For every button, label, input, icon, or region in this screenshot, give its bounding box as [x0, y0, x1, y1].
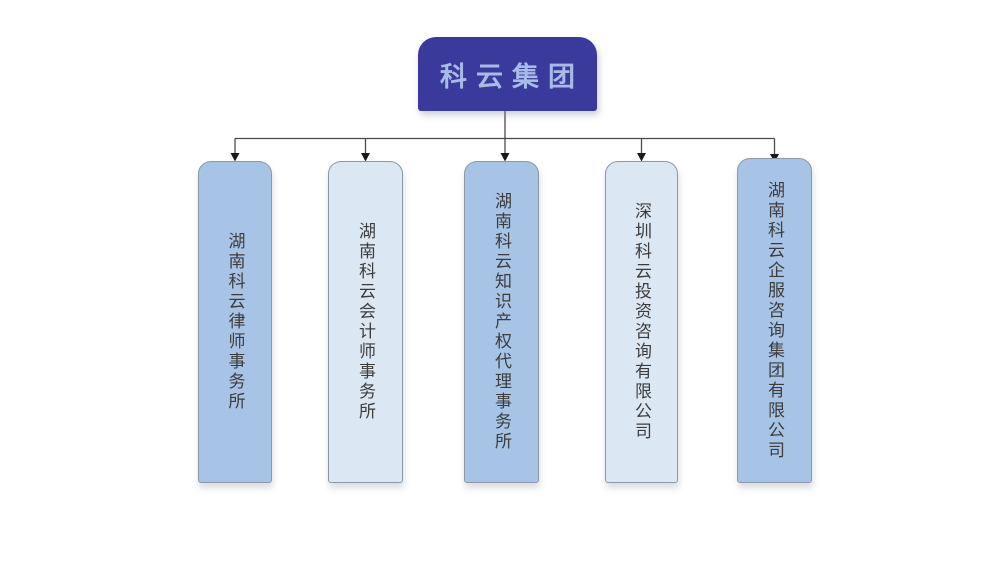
org-unit-label: 湖南科云会计师事务所 — [355, 222, 375, 422]
group-root-label: 科云集团 — [440, 61, 584, 93]
arrow-down-icon — [361, 153, 370, 162]
org-unit-label: 湖南科云知识产权代理事务所 — [491, 192, 511, 452]
arrow-down-icon — [500, 153, 510, 162]
group-root-box: 科云集团 — [418, 37, 597, 111]
org-unit-box-law-firm: 湖南科云律师事务所 — [198, 161, 272, 483]
org-unit-label: 深圳科云投资咨询有限公司 — [631, 202, 651, 442]
arrow-down-icon — [230, 153, 240, 162]
org-unit-label: 湖南科云企服咨询集团有限公司 — [764, 180, 784, 461]
org-unit-box-accounting-firm: 湖南科云会计师事务所 — [328, 161, 403, 483]
arrow-down-icon — [637, 153, 646, 162]
org-unit-label: 湖南科云律师事务所 — [224, 232, 245, 412]
org-unit-box-enterprise-service-group: 湖南科云企服咨询集团有限公司 — [737, 158, 812, 483]
org-unit-box-investment-consulting: 深圳科云投资咨询有限公司 — [605, 161, 678, 483]
org-unit-box-ip-agency: 湖南科云知识产权代理事务所 — [464, 161, 539, 483]
